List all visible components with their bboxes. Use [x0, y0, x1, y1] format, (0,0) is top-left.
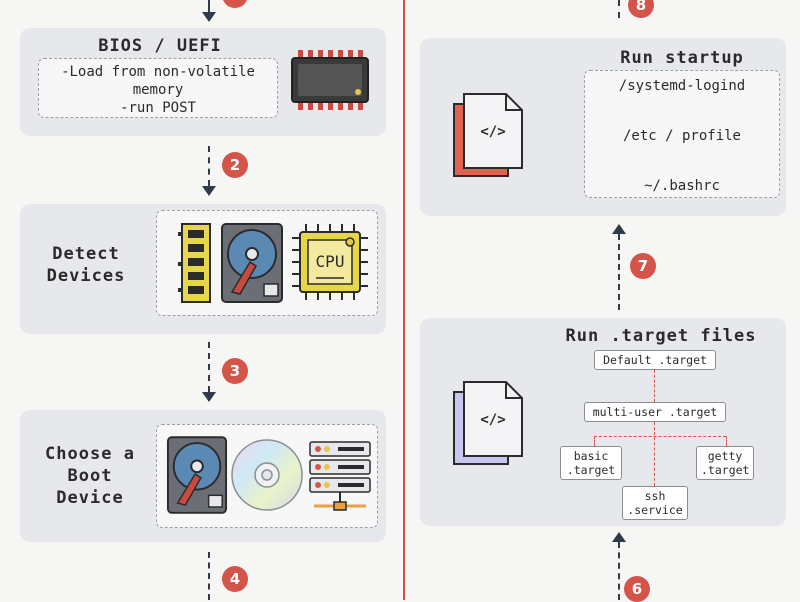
step-badge-3: 3 [222, 358, 248, 384]
arrow-head-1-2 [202, 186, 216, 196]
choose-title-line-2: Boot [67, 466, 113, 486]
arrow-line-5-6 [618, 542, 620, 600]
target-node-getty-line-1: getty [707, 449, 743, 463]
arrow-line-6-7 [618, 234, 620, 310]
hard-drive-boot-icon [166, 436, 228, 514]
bios-description-box [38, 58, 278, 118]
step-badge-4: 4 [222, 566, 248, 592]
startup-item-2: /etc / profile [622, 128, 741, 144]
step-badge-6: 6 [624, 576, 650, 602]
column-divider [403, 0, 405, 600]
target-node-basic-line-1: basic [573, 449, 609, 463]
detect-title-line-2: Devices [46, 266, 126, 286]
bios-line-2: memory [132, 82, 184, 98]
startup-item-3: ~/.bashrc [644, 178, 720, 194]
target-node-basic: basic .target [560, 446, 622, 480]
step-badge-4-label: 4 [229, 570, 241, 588]
arrow-head-5-6 [612, 532, 626, 542]
bios-chip-icon [291, 50, 369, 110]
tree-link-horizontal [594, 436, 726, 437]
svg-text:</>: </> [480, 124, 505, 140]
hard-drive-icon [221, 223, 283, 303]
ram-icon [178, 223, 211, 303]
arrow-head-6-7 [612, 224, 626, 234]
step-badge-7-label: 7 [637, 257, 649, 275]
step-badge-7: 7 [630, 253, 656, 279]
arrow-head-top-left [202, 12, 216, 22]
step-badge-6-label: 6 [631, 580, 643, 598]
step-badge-2: 2 [222, 152, 248, 178]
startup-item-1: /systemd-logind [618, 78, 746, 94]
tree-link-getty [726, 436, 727, 446]
target-node-ssh-line-1: ssh [644, 489, 666, 503]
target-node-ssh-line-2: .service [627, 503, 683, 517]
target-file-icon: </> [453, 381, 523, 465]
arrow-line-top-left [208, 0, 210, 12]
svg-text:</>: </> [480, 412, 505, 428]
detect-title-line-1: Detect [52, 244, 120, 264]
arrow-line-top-right [618, 0, 620, 18]
target-node-default-label: Default .target [603, 353, 707, 367]
choose-title-line-3: Device [56, 488, 124, 508]
step-badge-2-label: 2 [229, 156, 241, 174]
cpu-icon [292, 224, 368, 300]
tree-link-basic [594, 436, 595, 446]
step-badge-8: 8 [628, 0, 654, 18]
target-node-getty-line-2: .target [701, 463, 750, 477]
cpu-icon-label: CPU [315, 252, 345, 271]
code-file-icon: </> [453, 93, 523, 177]
choose-title-line-1: Choose a [45, 444, 135, 464]
tree-link-multi-down [654, 422, 655, 486]
arrow-line-3-4 [208, 552, 210, 600]
bios-line-3: -run POST [120, 100, 196, 116]
target-node-ssh: ssh .service [622, 486, 688, 520]
startup-files-box [584, 70, 780, 198]
network-server-icon [309, 441, 371, 511]
bios-line-1: -Load from non-volatile [61, 64, 255, 80]
target-node-multi-user-label: multi-user .target [592, 405, 718, 419]
tree-link-default-multi [654, 370, 655, 402]
arrow-line-2-3 [208, 342, 210, 392]
bios-title: BIOS / UEFI [98, 36, 222, 56]
step-badge-3-label: 3 [229, 362, 241, 380]
step-badge-1 [222, 0, 248, 8]
target-node-basic-line-2: .target [566, 463, 616, 477]
step-badge-8-label: 8 [635, 0, 647, 14]
arrow-line-1-2 [208, 146, 210, 186]
target-node-default: Default .target [594, 350, 716, 370]
run-startup-title: Run startup [620, 48, 744, 68]
arrow-head-2-3 [202, 392, 216, 402]
run-target-title: Run .target files [565, 326, 757, 346]
target-node-multi-user: multi-user .target [584, 402, 726, 422]
target-node-getty: getty .target [696, 446, 754, 480]
optical-disc-icon [231, 439, 303, 511]
